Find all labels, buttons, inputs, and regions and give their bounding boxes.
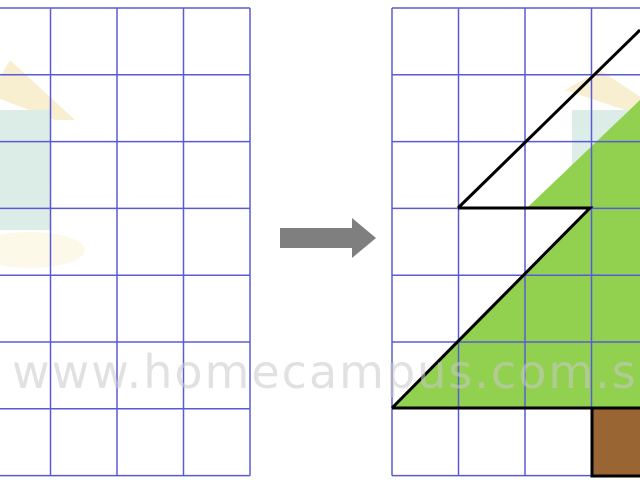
tree-outline [390, 28, 640, 478]
tree-trunk [592, 408, 640, 476]
watermark-logo-left [0, 60, 85, 268]
right-arrow-icon [280, 218, 376, 258]
watermark-text: www.homecampus.com.sg [12, 345, 640, 399]
left-empty-grid [0, 7, 251, 477]
tree-foliage [392, 100, 640, 408]
tree-shape [392, 100, 640, 476]
tree-outline-upper [456, 28, 640, 210]
trunk-outline [590, 408, 640, 478]
transformation-arrow [280, 218, 376, 258]
